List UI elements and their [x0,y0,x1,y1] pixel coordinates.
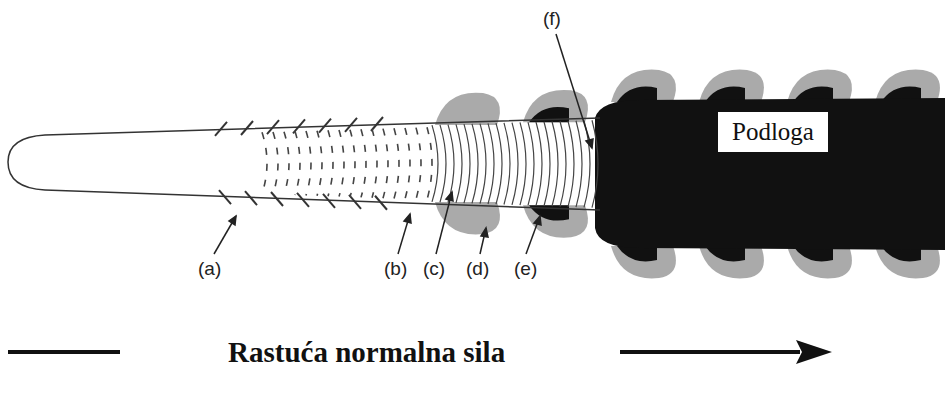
callout-letter: (e) [514,259,537,278]
substrate-region [595,98,945,250]
tensile-crack [432,125,438,202]
tensile-crack [480,124,486,204]
pile-up [611,246,676,278]
partial-crack [317,131,322,196]
pile-up [611,70,676,102]
spall [617,87,657,102]
pile-up [875,246,940,278]
tensile-crack [448,125,454,203]
partial-crack [350,130,355,197]
tensile-crack [576,121,582,207]
pile-up [699,70,764,102]
tensile-crack [592,120,598,207]
spall [617,246,657,261]
tensile-crack [440,125,446,202]
partial-crack [383,129,388,199]
partial-crack [339,130,344,197]
partial-crack [262,132,267,193]
partial-crack [361,129,366,197]
tensile-crack [512,123,518,205]
pile-up [787,70,852,102]
substrate-label-box: Podloga [718,112,828,152]
callout-letter: (c) [423,259,445,278]
partial-crack [372,129,377,198]
tensile-crack [496,123,502,204]
scratch-track [8,118,600,210]
tensile-crack [544,122,550,206]
partial-crack [295,131,300,195]
pile-up [435,93,500,125]
tensile-crack [464,124,470,203]
tensile-crack [560,121,566,206]
pile-up [523,205,588,237]
callout-letter: (a) [198,259,221,278]
tensile-crack [536,122,542,206]
tensile-crack [568,121,574,207]
pile-up [699,246,764,278]
partial-crack [328,130,333,196]
tensile-crack [456,124,462,202]
axis-label: Rastuća normalna sila [228,338,505,367]
partial-crack [394,128,399,198]
partial-crack [416,128,421,200]
tensile-crack [488,123,494,204]
callout-letter: (d) [466,259,489,278]
tensile-crack [552,121,558,206]
leader-lines [214,34,593,254]
callout-letter: (b) [384,259,407,278]
pile-up [787,246,852,278]
node-text: Podloga [732,118,814,145]
partial-crack [427,127,432,199]
partial-crack [284,132,289,195]
partial-crack [405,128,410,199]
scratch-marks [215,117,598,210]
pile-up [875,70,940,102]
partial-crack [306,131,311,195]
tensile-crack [504,123,510,205]
partial-crack [273,132,278,194]
callout-letter: (f) [543,9,561,28]
tensile-crack [520,122,526,205]
tensile-crack [472,124,478,203]
tensile-crack [528,122,534,205]
